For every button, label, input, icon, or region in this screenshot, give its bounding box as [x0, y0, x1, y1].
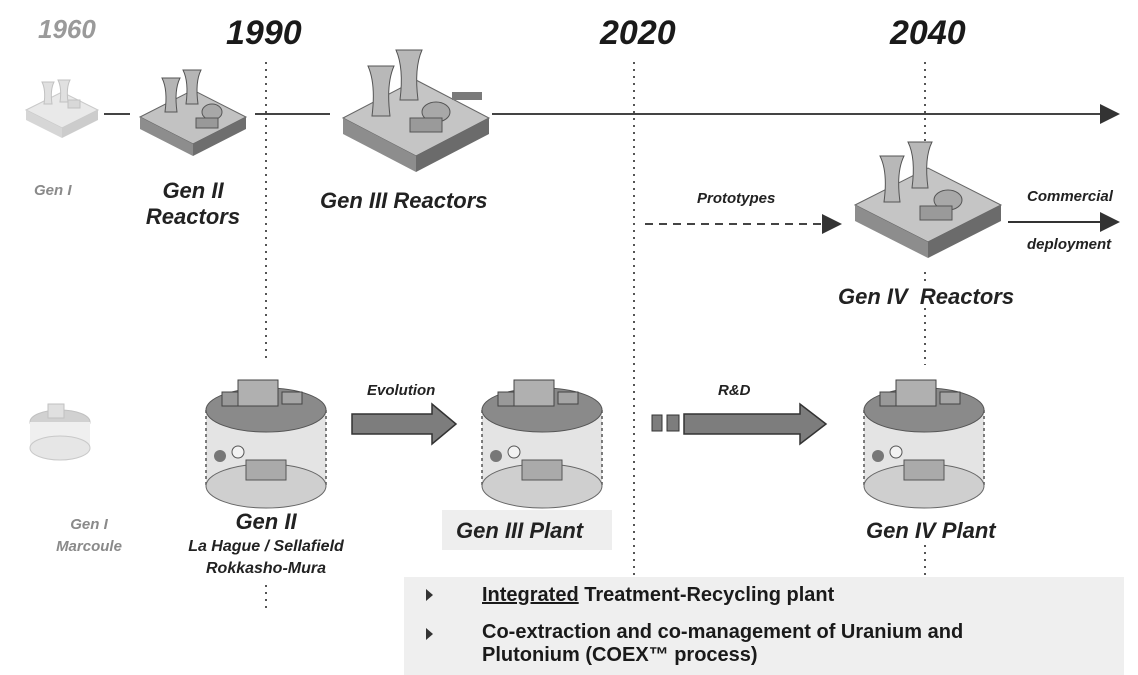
bullet-integrated-text: Integrated Treatment-Recycling plant [482, 584, 834, 607]
gen4-plant-icon [863, 379, 985, 509]
gen1-plant-label-line1: Gen I [70, 516, 108, 533]
gen1-plant-label: Gen I Marcoule [44, 514, 134, 558]
gen4-plant-label: Gen IV Plant [866, 518, 996, 543]
gen2-plant-site1: La Hague / Sellafield [188, 538, 344, 555]
gen2-reactor-label: Gen II Reactors [128, 178, 258, 230]
gen2-reactor-icon [138, 69, 248, 156]
bullet-coex: Co-extraction and co-management of Urani… [404, 621, 1124, 671]
gen4-reactor-label: Gen IV Reactors [838, 284, 1015, 309]
year-2040: 2040 [890, 14, 966, 52]
year-1960: 1960 [38, 14, 96, 44]
gen3-plant-label-background [442, 510, 612, 550]
rnd-square-1 [651, 414, 663, 432]
year-1990: 1990 [226, 14, 302, 52]
bullet-arrow-icon [426, 589, 433, 601]
evolution-label: Evolution [367, 382, 436, 399]
bullet-coex-line1: Co-extraction and co-management of Urani… [482, 621, 964, 643]
bullet-integrated-underlined: Integrated [482, 584, 579, 606]
bullet-integrated: Integrated Treatment-Recycling plant [404, 583, 1124, 609]
year-2020: 2020 [600, 14, 676, 52]
gen3-plant-icon [481, 379, 603, 509]
gen2-plant-icon [205, 379, 327, 509]
bullet-coex-text: Co-extraction and co-management of Urani… [482, 621, 963, 667]
gen3-plant-label: Gen III Plant [456, 518, 584, 543]
gen4-reactor-icon [853, 141, 1003, 258]
prototypes-label: Prototypes [697, 190, 776, 207]
rnd-arrow [683, 402, 828, 446]
gen1-plant-label-line2: Marcoule [56, 538, 122, 555]
rnd-label: R&D [718, 382, 751, 399]
bullet-coex-line2: Plutonium (COEX™ process) [482, 644, 758, 666]
gen2-plant-title: Gen II [235, 509, 297, 534]
gen1-reactor-icon [24, 79, 100, 138]
gen2-plant-label: Gen II La Hague / Sellafield Rokkasho-Mu… [156, 508, 376, 580]
evolution-arrow [351, 402, 458, 446]
commercial-label-line2: deployment [1027, 236, 1112, 253]
gen3-reactor-icon [341, 49, 491, 172]
features-box: Integrated Treatment-Recycling plant Co-… [404, 577, 1124, 675]
rnd-square-2 [666, 414, 680, 432]
gen2-plant-site2: Rokkasho-Mura [205, 560, 327, 577]
gen1-plant-icon [29, 403, 91, 461]
gen2-reactor-label-line1: Gen II [162, 178, 224, 203]
gen2-reactor-label-line2: Reactors [145, 204, 241, 229]
bullet-arrow-icon [426, 628, 433, 640]
gen3-reactor-label: Gen III Reactors [320, 188, 488, 213]
gen1-reactor-label: Gen I [34, 182, 72, 199]
commercial-label-line1: Commercial [1027, 188, 1113, 205]
bullet-integrated-rest: Treatment-Recycling plant [578, 584, 835, 606]
